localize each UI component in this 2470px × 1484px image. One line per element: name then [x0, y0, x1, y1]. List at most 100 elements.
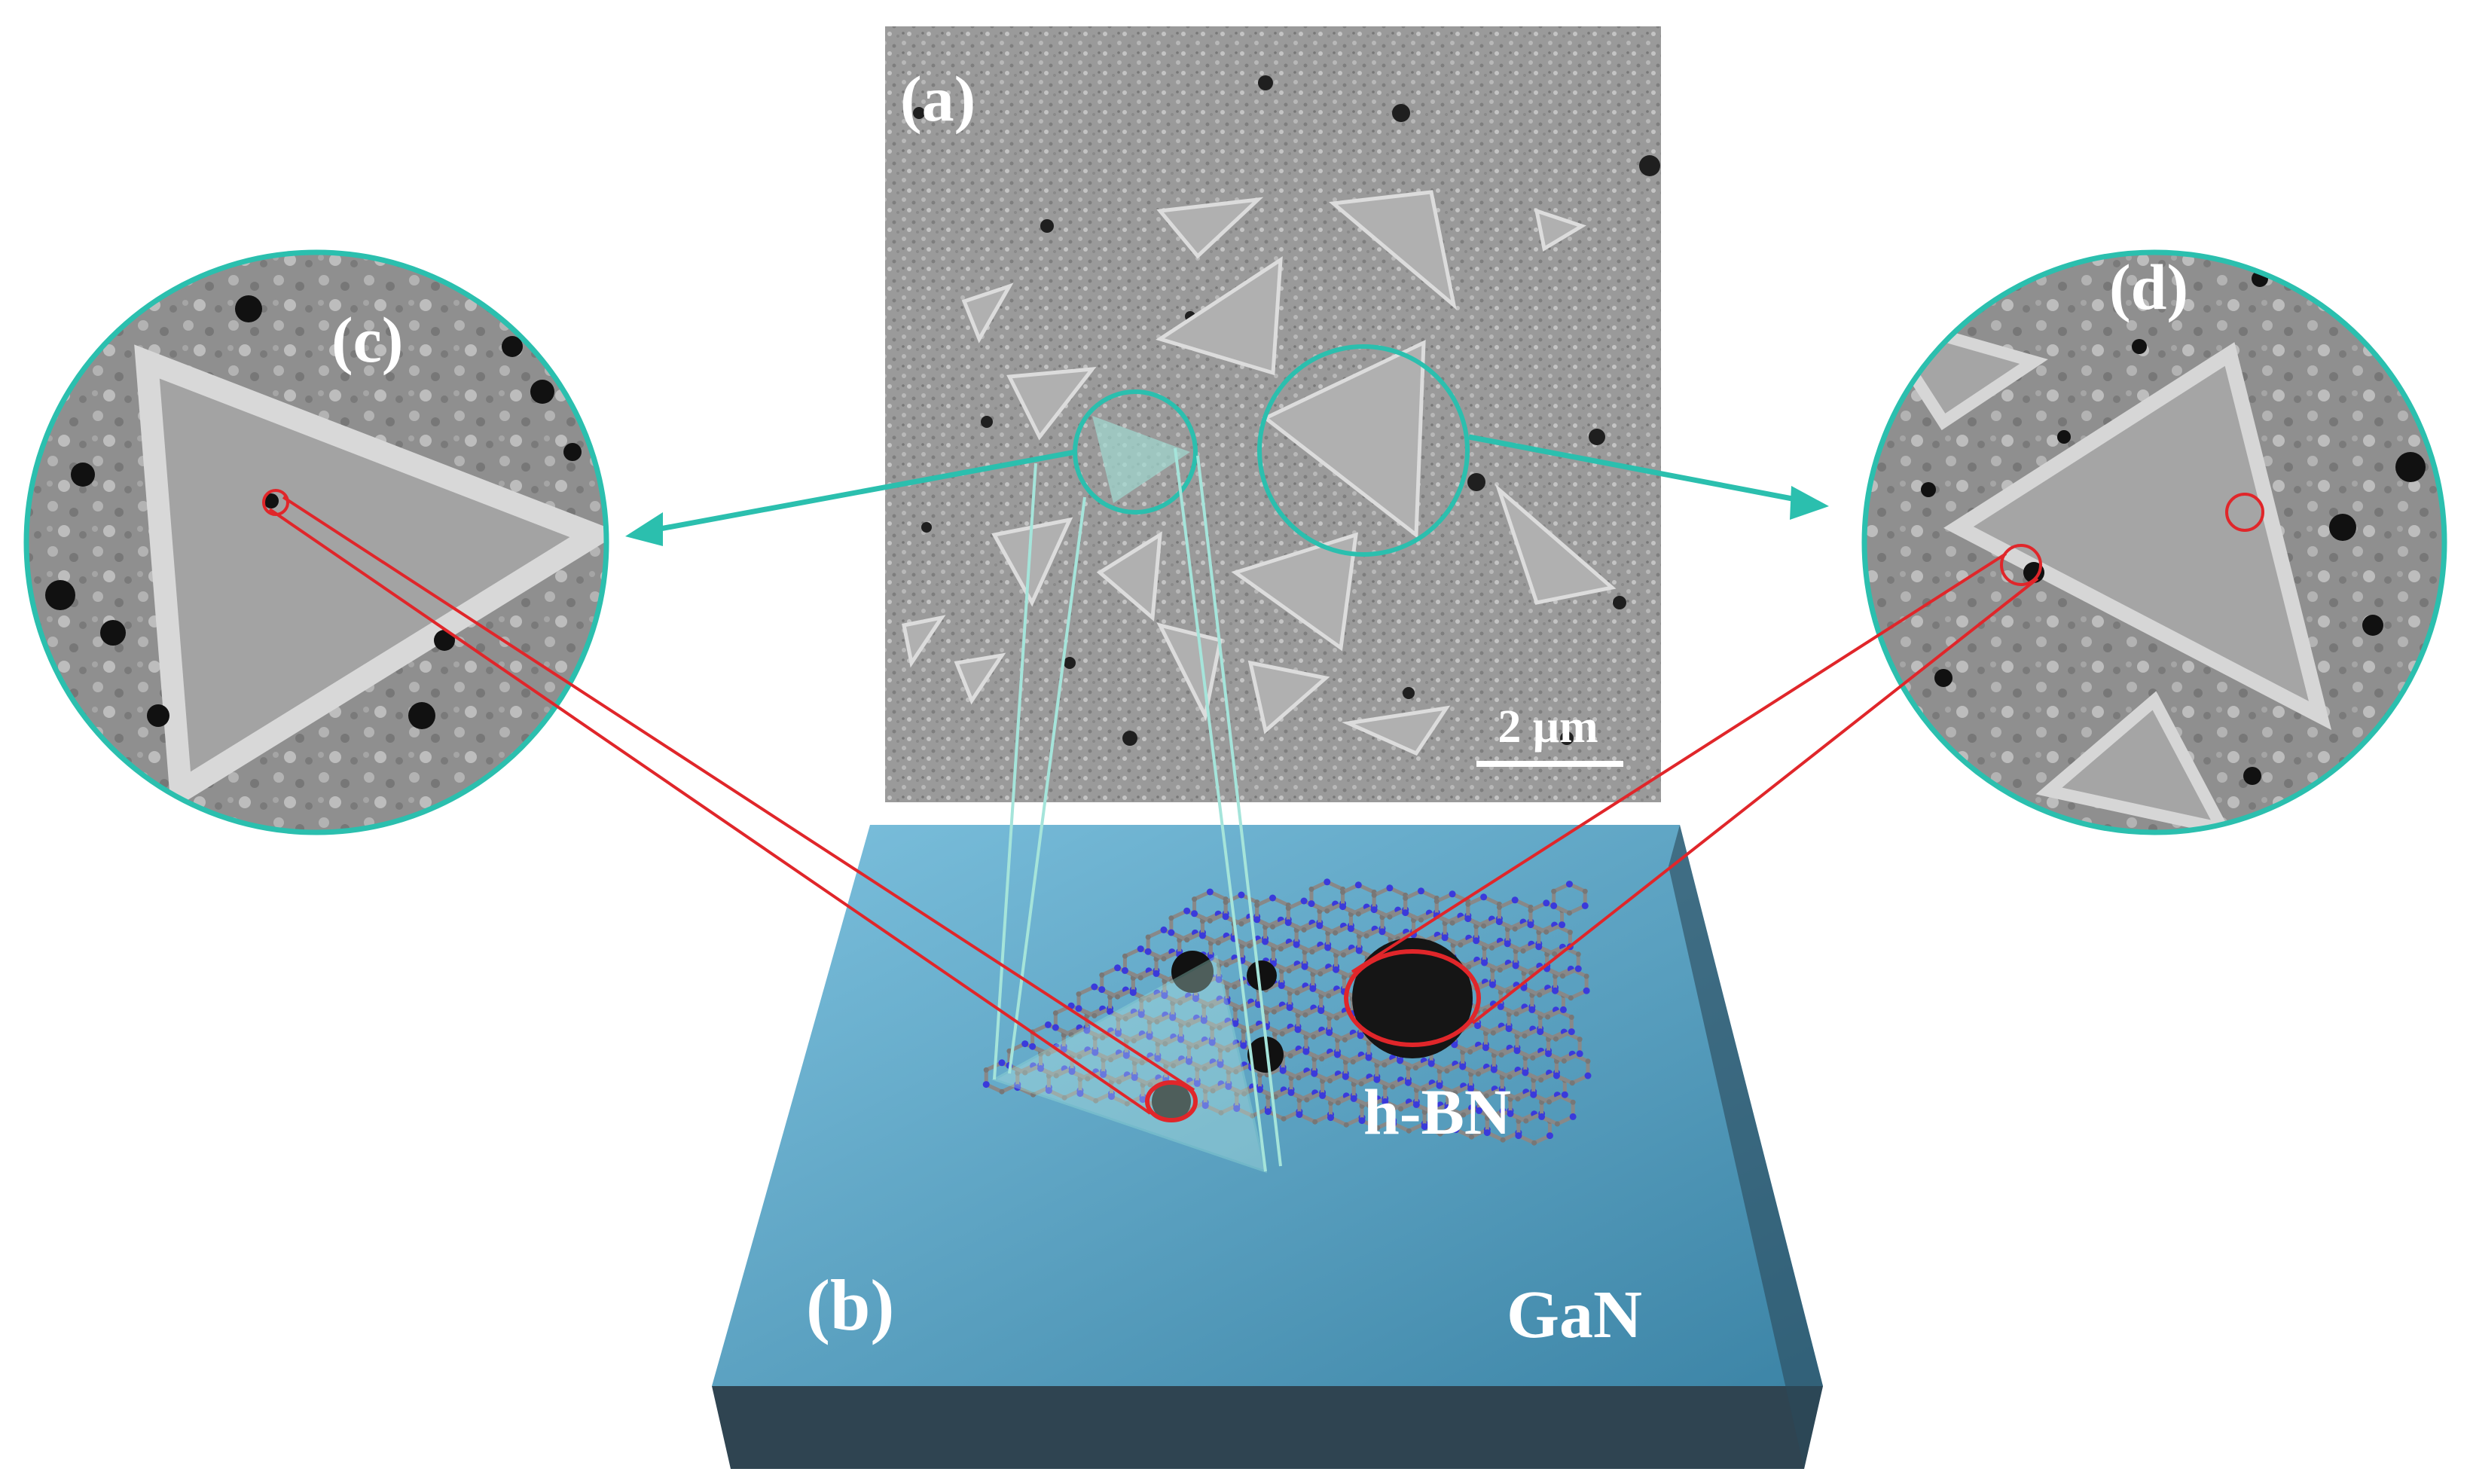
- nitrogen-atom: [1250, 1113, 1256, 1119]
- boron-atom: [1137, 945, 1144, 953]
- boron-atom: [1045, 1087, 1052, 1095]
- boron-atom: [1583, 987, 1590, 994]
- boron-atom: [1068, 1067, 1076, 1075]
- boron-atom: [1538, 1113, 1546, 1120]
- nitrogen-atom: [1421, 1087, 1427, 1093]
- boron-atom: [1505, 1025, 1513, 1033]
- nitrogen-atom: [1406, 1128, 1412, 1134]
- boron-atom: [1161, 992, 1168, 1000]
- nitrogen-atom: [1363, 933, 1369, 939]
- nitrogen-atom: [1491, 1115, 1498, 1121]
- nitrogen-atom: [1418, 917, 1424, 923]
- boron-atom: [1193, 1079, 1201, 1087]
- nitrogen-atom: [1476, 1071, 1482, 1077]
- zoom-c-flake: [134, 344, 606, 811]
- boron-atom: [1146, 1033, 1153, 1040]
- boron-atom: [998, 1059, 1006, 1067]
- nitrogen-atom: [1269, 924, 1275, 930]
- boron-atom: [1482, 1044, 1489, 1052]
- boron-atom: [1507, 1110, 1514, 1117]
- boron-atom: [1092, 1049, 1099, 1056]
- nitrogen-atom: [1201, 1066, 1208, 1072]
- boron-atom: [1561, 1091, 1568, 1098]
- nitrogen-atom: [1566, 910, 1572, 916]
- nitrogen-atom: [1287, 1053, 1293, 1059]
- boron-atom: [1302, 1048, 1310, 1055]
- boron-atom: [1044, 1021, 1052, 1028]
- nitrogen-atom: [1496, 904, 1502, 910]
- boron-atom: [1208, 1039, 1216, 1046]
- boron-atom: [1581, 902, 1589, 909]
- nitrogen-atom: [1552, 951, 1558, 957]
- nitrogen-atom: [1302, 1012, 1308, 1018]
- nitrogen-atom: [1319, 1056, 1325, 1062]
- boron-atom: [1160, 926, 1168, 933]
- nitrogen-atom: [1312, 1119, 1318, 1125]
- boron-atom: [1269, 894, 1276, 902]
- nitrogen-atom: [1458, 942, 1464, 948]
- nitrogen-atom: [1248, 1028, 1254, 1034]
- nitrogen-atom: [1507, 1074, 1513, 1080]
- nitrogen-atom: [1146, 997, 1152, 1003]
- nitrogen-atom: [1522, 1033, 1528, 1039]
- boron-atom: [1373, 1076, 1381, 1083]
- nitrogen-atom: [1124, 1101, 1130, 1107]
- boron-atom: [1355, 947, 1363, 954]
- boron-atom: [1483, 1129, 1491, 1137]
- nitrogen-atom: [1186, 1021, 1192, 1028]
- nitrogen-atom: [1512, 926, 1518, 932]
- nitrogen-atom: [1324, 908, 1330, 914]
- boron-atom: [1436, 1082, 1443, 1089]
- boron-atom: [1550, 902, 1558, 909]
- nitrogen-atom: [1099, 972, 1105, 978]
- boron-atom: [1528, 1006, 1536, 1013]
- boron-atom: [1402, 909, 1409, 917]
- boron-atom: [1319, 1092, 1327, 1099]
- nitrogen-atom: [1387, 914, 1393, 920]
- nitrogen-atom: [1139, 1060, 1145, 1066]
- nitrogen-atom: [1177, 1000, 1183, 1006]
- nitrogen-atom: [1218, 1110, 1224, 1116]
- boron-atom: [1347, 925, 1354, 933]
- boron-atom: [1546, 1132, 1553, 1140]
- boron-atom: [1459, 1063, 1467, 1070]
- boron-atom: [1129, 989, 1137, 997]
- nitrogen-atom: [1333, 930, 1339, 936]
- nitrogen-atom: [1045, 1051, 1051, 1057]
- substrate-side-face: [1669, 825, 1823, 1469]
- scalebar-label: 2 μm: [1498, 701, 1598, 753]
- nitrogen-atom: [1162, 1041, 1168, 1047]
- nitrogen-atom: [1092, 1012, 1098, 1018]
- boron-atom: [1417, 887, 1424, 895]
- boron-atom: [1511, 896, 1519, 904]
- nitrogen-atom: [1498, 1052, 1504, 1058]
- nitrogen-atom: [1278, 946, 1284, 952]
- boron-atom: [1052, 1024, 1059, 1031]
- nitrogen-atom: [1343, 1122, 1349, 1128]
- nitrogen-atom: [1412, 1065, 1418, 1071]
- boron-atom: [1284, 919, 1292, 927]
- nitrogen-atom: [1271, 1009, 1277, 1015]
- boron-atom: [1206, 888, 1214, 896]
- nitrogen-atom: [1465, 901, 1471, 907]
- boron-atom: [1253, 916, 1261, 924]
- nitrogen-atom: [1285, 905, 1291, 911]
- boron-atom: [1327, 1114, 1334, 1122]
- boron-atom: [1121, 966, 1128, 974]
- zoom-d-flake: [1943, 342, 2332, 731]
- nitrogen-atom: [1247, 943, 1253, 949]
- nitrogen-atom: [1568, 1014, 1574, 1020]
- boron-atom: [1512, 962, 1519, 969]
- nitrogen-atom: [1296, 1075, 1302, 1081]
- nitrogen-atom: [1481, 923, 1487, 929]
- zoom-d-border: [1861, 249, 2447, 835]
- nitrogen-atom: [1279, 1031, 1285, 1037]
- nitrogen-atom: [1437, 1131, 1443, 1137]
- boron-atom: [1122, 1052, 1130, 1059]
- nitrogen-atom: [1286, 968, 1292, 974]
- boron-atom: [1474, 1022, 1482, 1030]
- boron-atom: [1559, 1006, 1567, 1013]
- boron-atom: [1565, 881, 1573, 888]
- boron-atom: [1522, 1069, 1529, 1076]
